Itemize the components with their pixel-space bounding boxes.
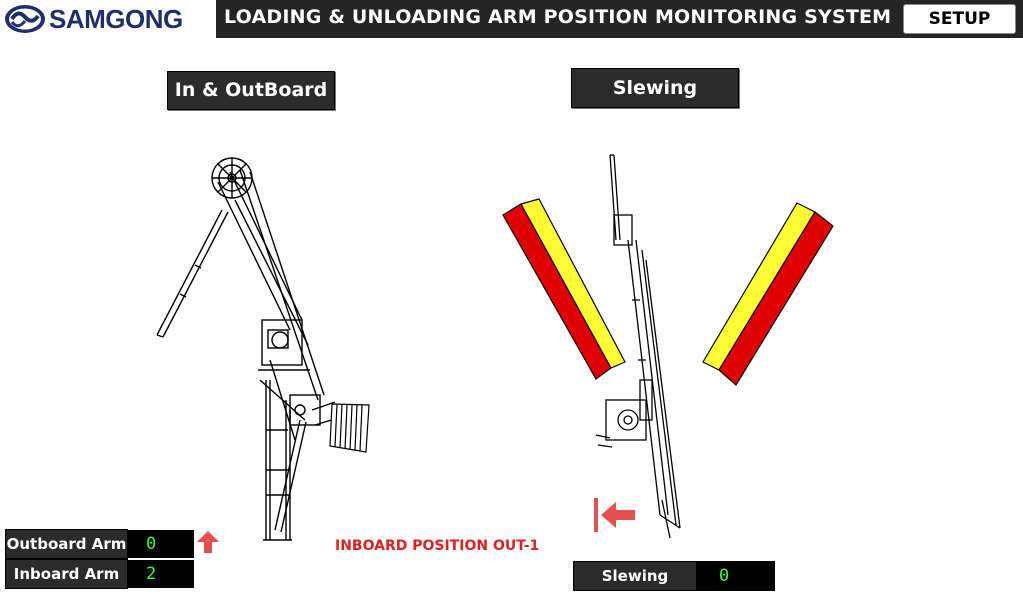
brand-logo: SAMGONG	[0, 0, 216, 38]
outboard-arm-label: Outboard Arm	[5, 529, 128, 559]
status-message: INBOARD POSITION OUT-1	[335, 538, 540, 554]
page-title: LOADING & UNLOADING ARM POSITION MONITOR…	[224, 6, 892, 28]
header-bar: SAMGONG LOADING & UNLOADING ARM POSITION…	[0, 0, 1023, 38]
arrow-up-icon	[197, 531, 219, 553]
inout-board-panel-label: In & OutBoard	[167, 71, 335, 110]
outboard-arm-value: 0	[128, 530, 194, 558]
loading-arm-side-view	[156, 157, 370, 541]
samgong-logo-icon	[5, 5, 45, 33]
slewing-top-view	[502, 154, 834, 539]
slewing-right-limit-zone	[702, 202, 834, 386]
slewing-value: 0	[697, 561, 775, 591]
slewing-left-limit-zone	[502, 198, 626, 380]
setup-button[interactable]: SETUP	[903, 4, 1016, 34]
inboard-arm-label: Inboard Arm	[5, 559, 128, 589]
slewing-label: Slewing	[573, 561, 697, 591]
brand-name: SAMGONG	[49, 3, 183, 34]
inboard-arm-value: 2	[128, 560, 194, 588]
arrow-left-bar-icon	[594, 498, 635, 532]
slewing-panel-label: Slewing	[571, 68, 739, 108]
